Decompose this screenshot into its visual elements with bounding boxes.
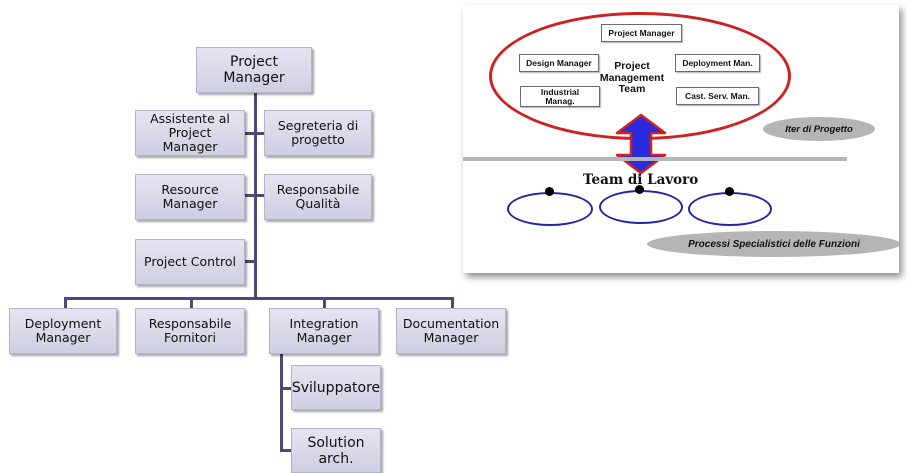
connector-function-2 (190, 297, 193, 309)
org-box-responsabile-fornitori: Responsabile Fornitori (135, 308, 245, 354)
role-design-manager: Design Manager (519, 54, 599, 72)
role-deployment-man: Deployment Man. (675, 54, 760, 72)
org-box-assistente: Assistente al Project Manager (135, 110, 245, 156)
team-di-lavoro-title: Team di Lavoro (583, 172, 699, 188)
org-box-project-control: Project Control (135, 239, 245, 285)
org-box-segreteria: Segreteria di progetto (264, 110, 372, 156)
project-team-panel: Project Manager Design Manager Deploymen… (463, 5, 899, 273)
double-arrow-icon (615, 113, 667, 175)
work-team-ellipse-2 (599, 190, 683, 224)
connector-integration-child-1 (280, 387, 292, 390)
iter-di-progetto-label: Iter di Progetto (763, 117, 875, 141)
pm-team-label: Project Management Team (599, 60, 665, 95)
processi-specialistici-label: Processi Specialistici delle Funzioni (647, 231, 899, 257)
connector-integration-trunk (280, 353, 283, 451)
team-dot-1 (545, 187, 554, 196)
role-cast-serv-man: Cast. Serv. Man. (676, 87, 759, 105)
team-dot-3 (725, 187, 734, 196)
connector-function-3 (323, 297, 326, 309)
org-box-solution-arch: Solution arch. (291, 428, 381, 473)
connector-staff-right-2 (255, 194, 265, 197)
connector-function-4 (451, 297, 454, 309)
org-box-sviluppatore: Sviluppatore (291, 365, 381, 410)
separator-bar (463, 157, 847, 161)
connector-integration-child-2 (280, 449, 292, 452)
work-team-ellipse-1 (507, 192, 593, 226)
connector-staff-left-3 (244, 260, 256, 263)
team-dot-2 (635, 185, 644, 194)
org-box-project-manager: Project Manager (196, 47, 312, 93)
org-box-responsabile-qualita: Responsabile Qualità (264, 174, 372, 220)
work-team-ellipse-3 (688, 192, 772, 226)
connector-staff-left-1 (244, 132, 256, 135)
connector-staff-right-1 (255, 132, 265, 135)
org-box-deployment-manager: Deployment Manager (9, 308, 117, 354)
org-box-integration-manager: Integration Manager (269, 308, 379, 354)
role-project-manager: Project Manager (601, 24, 682, 42)
connector-function-1 (64, 297, 67, 309)
role-industrial-manag: Industrial Manag. (520, 86, 600, 107)
org-box-documentation-manager: Documentation Manager (396, 308, 506, 354)
connector-functions-bar (64, 297, 454, 300)
org-box-resource-manager: Resource Manager (135, 174, 245, 220)
connector-staff-left-2 (244, 194, 256, 197)
